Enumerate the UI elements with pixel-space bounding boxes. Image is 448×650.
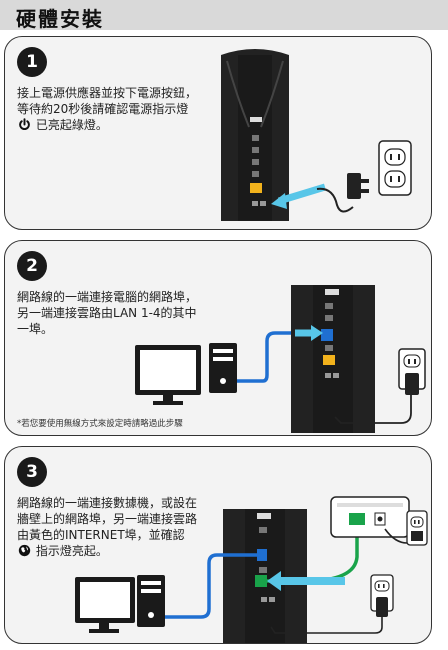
section-title: 硬體安裝 xyxy=(16,7,104,31)
wall-outlet xyxy=(406,510,428,546)
wall-outlet xyxy=(378,140,412,196)
step-1-text-a: 接上電源供應器並按下電源按鈕，等待約20秒後請確認電源指示燈 xyxy=(17,86,198,116)
step-3-badge: 3 xyxy=(17,457,47,487)
step-2-note: *若您要使用無線方式來設定時請略過此步驟 xyxy=(17,419,183,429)
step-1-illustration xyxy=(221,49,412,221)
step-3-panel: 3 網路線的一端連接數據機，或設在牆壁上的網路埠，另一端連接雲路由黃色的INTE… xyxy=(4,446,432,644)
modem-image xyxy=(330,496,410,538)
step-3-instructions: 網路線的一端連接數據機，或設在牆壁上的網路埠，另一端連接雲路由黃色的INTERN… xyxy=(17,495,202,559)
step-2-badge: 2 xyxy=(17,251,47,281)
step-2-panel: 2 網路線的一端連接電腦的網路埠，另一端連接雲路由LAN 1-4的其中一埠。 *… xyxy=(4,240,432,436)
computer-tower xyxy=(137,575,165,627)
computer-monitor xyxy=(135,345,201,405)
section-header: 硬體安裝 xyxy=(0,0,448,31)
router-image xyxy=(221,49,289,221)
router-image xyxy=(291,285,375,433)
router-image xyxy=(223,509,307,643)
globe-icon xyxy=(18,544,31,557)
step-1-panel: 1 接上電源供應器並按下電源按鈕，等待約20秒後請確認電源指示燈 已亮起綠燈。 xyxy=(4,36,432,230)
step-1-text-b: 已亮起綠燈。 xyxy=(35,118,108,132)
step-2-instructions: 網路線的一端連接電腦的網路埠，另一端連接雲路由LAN 1-4的其中一埠。 xyxy=(17,290,198,336)
step-3-text-b: 指示燈亮起。 xyxy=(35,544,108,558)
computer-tower xyxy=(209,343,237,393)
step-3-illustration xyxy=(75,496,428,643)
step-2-illustration xyxy=(135,285,426,433)
step-3-text-a: 網路線的一端連接數據機，或設在牆壁上的網路埠，另一端連接雲路由黃色的INTERN… xyxy=(17,496,198,542)
step-1-badge: 1 xyxy=(17,47,47,77)
step-1-instructions: 接上電源供應器並按下電源按鈕，等待約20秒後請確認電源指示燈 已亮起綠燈。 xyxy=(17,85,202,133)
computer-monitor xyxy=(75,577,135,633)
power-icon xyxy=(19,118,30,130)
